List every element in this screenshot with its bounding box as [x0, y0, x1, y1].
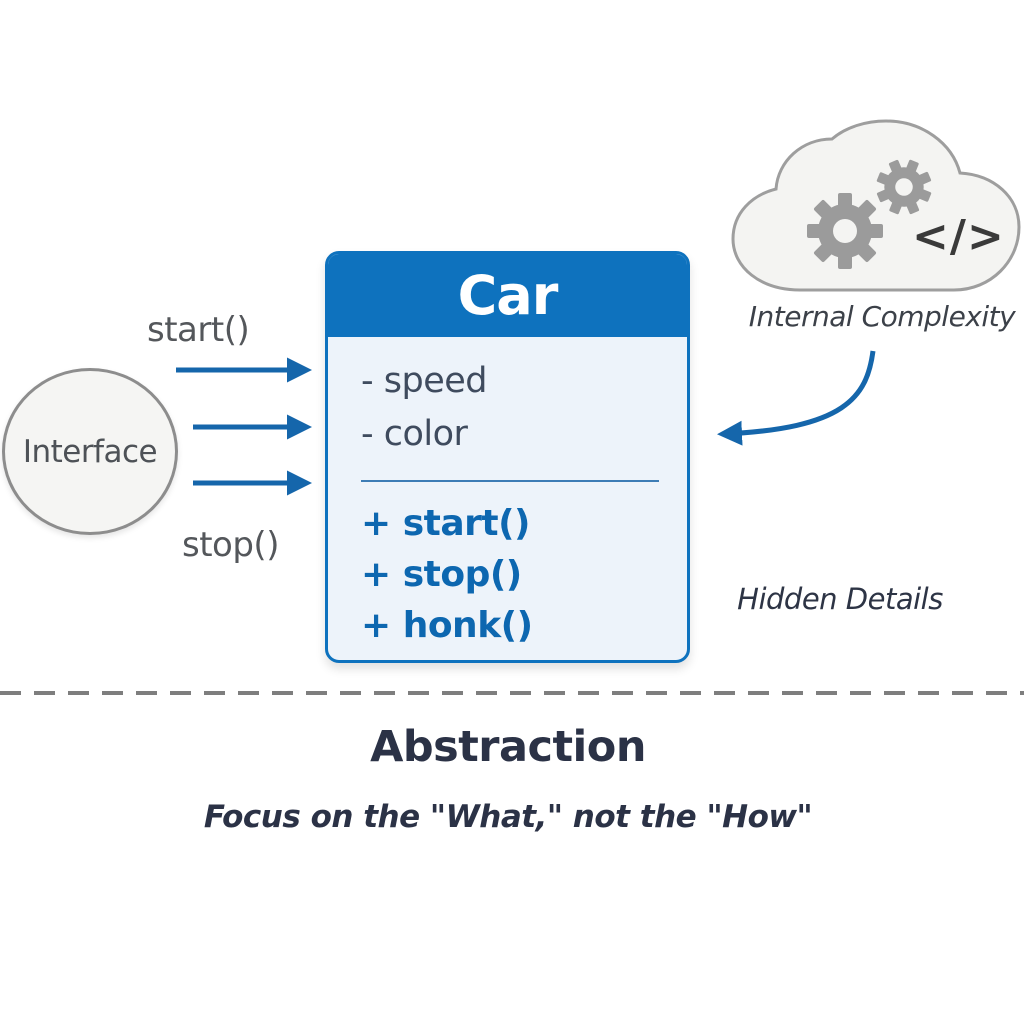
hidden-details-label: Hidden Details [737, 582, 943, 616]
gear-icon-large [807, 193, 883, 269]
car-attribute-color: - color [361, 413, 468, 454]
car-class-body: - speed - color + start() + stop() + hon… [328, 337, 687, 651]
interface-node-label: Interface [22, 433, 158, 470]
internal-complexity-label: Internal Complexity [748, 300, 1016, 333]
page-subtitle: Focus on the "What," not the "How" [203, 799, 813, 835]
car-attribute-speed: - speed [361, 361, 488, 401]
start-method-label: start() [147, 310, 250, 350]
car-class-divider [361, 480, 659, 482]
complexity-arrow [717, 350, 876, 446]
car-method-start: + start() [361, 503, 531, 544]
code-icon: </> [912, 211, 1005, 262]
car-method-honk: + honk() [361, 605, 533, 647]
interface-node: Interface [2, 368, 178, 535]
stop-method-label: stop() [182, 525, 279, 565]
car-class-box: Car - speed - color + start() + stop() +… [325, 251, 690, 663]
page-title: Abstraction [370, 722, 646, 772]
car-method-stop: + stop() [361, 554, 522, 596]
gear-icon-small [876, 159, 932, 215]
cloud-icon [731, 119, 1021, 292]
car-class-title: Car [328, 254, 687, 337]
